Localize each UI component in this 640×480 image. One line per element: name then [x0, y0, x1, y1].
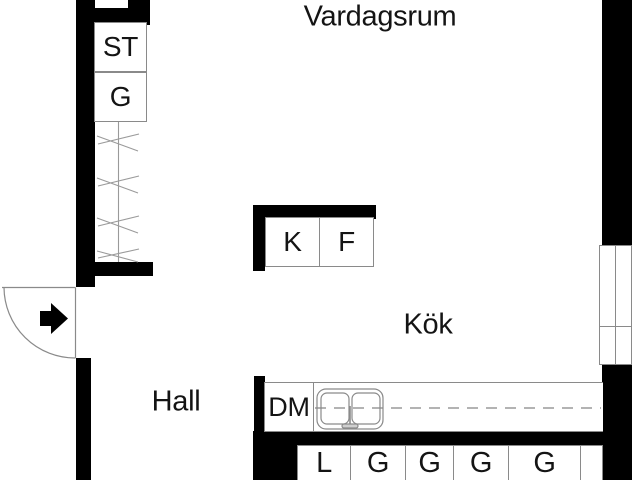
wall-hall-divider — [76, 262, 153, 276]
window-divider-icon — [600, 326, 631, 327]
cabinet-box: G — [350, 445, 406, 480]
cabinet-box: G — [508, 445, 581, 480]
window — [599, 245, 632, 365]
cabinet-label: L — [316, 447, 332, 479]
wall-top-arm — [76, 8, 150, 25]
wall-right-upper — [602, 0, 632, 245]
closet-st-label: ST — [102, 31, 139, 62]
cabinet-box: G — [405, 445, 454, 480]
cabinet-box — [580, 445, 603, 480]
dishwasher-label: DM — [268, 391, 310, 422]
wall-top-step — [128, 0, 150, 10]
window-mullion-icon — [615, 246, 616, 364]
dishwasher-box: DM — [264, 382, 314, 432]
fridge-box: K — [265, 217, 320, 267]
kitchen-worktop — [264, 382, 603, 432]
wall-kf-left — [253, 205, 265, 271]
door-swing-arc — [2, 286, 77, 359]
freezer-label: F — [338, 226, 355, 257]
entrance-arrow-icon — [40, 303, 68, 334]
fridge-label: K — [283, 226, 302, 257]
wall-counter-bottom — [253, 431, 602, 446]
wall-bottom-left-block — [253, 431, 297, 480]
closet-g-box: G — [94, 72, 147, 122]
closet-g-label: G — [109, 81, 132, 112]
cabinet-label: G — [366, 447, 390, 479]
freezer-box: F — [319, 217, 374, 267]
cabinet-box: G — [453, 445, 509, 480]
wall-left-upper — [76, 0, 95, 287]
kitchen-label: Kök — [403, 308, 453, 341]
wall-kf-top — [253, 205, 376, 219]
wall-right-lower — [602, 365, 632, 480]
living-room-label: Vardagsrum — [303, 0, 457, 33]
closet-st-box: ST — [94, 22, 147, 72]
cabinet-label: G — [533, 447, 556, 479]
hall-label: Hall — [151, 385, 201, 418]
wall-left-lower — [76, 358, 91, 480]
cabinet-label: G — [469, 447, 493, 479]
cabinet-box: L — [297, 445, 351, 480]
wall-counter-left — [254, 376, 265, 434]
wardrobe-rail-icon — [96, 122, 140, 263]
cabinet-label: G — [418, 447, 441, 479]
